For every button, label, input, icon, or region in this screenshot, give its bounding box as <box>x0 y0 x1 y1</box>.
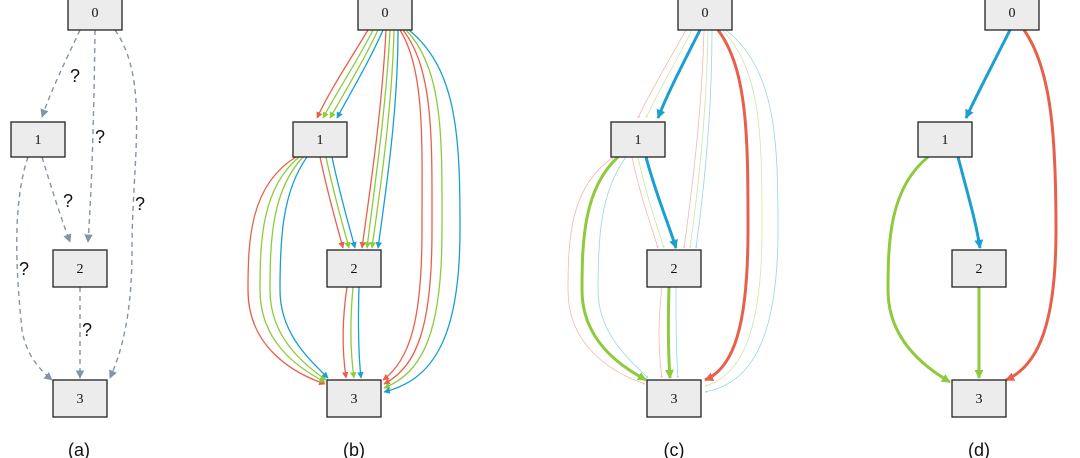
node-d-0: 0 <box>984 0 1040 31</box>
svg-text:2: 2 <box>976 262 983 277</box>
edge-b-0-3-red <box>382 29 423 381</box>
edge-b-1-3-blue <box>279 156 329 379</box>
panel-b: 0 1 2 3 (b) <box>247 0 461 458</box>
node-d-2: 2 <box>951 249 1007 288</box>
edge-d-0-3-red <box>1005 29 1058 382</box>
node-b-1: 1 <box>292 121 348 158</box>
edge-d-1-2-blue <box>956 156 984 249</box>
svg-text:1: 1 <box>942 133 949 148</box>
svg-text:3: 3 <box>976 392 983 407</box>
svg-text:0: 0 <box>382 6 389 21</box>
panel-d: 0 1 2 3 (d) <box>886 0 1058 458</box>
edge-c-0-3-red-strong <box>704 29 750 382</box>
node-a-3: 3 <box>52 379 108 418</box>
edge-c-2-3-blue-faint <box>675 286 680 379</box>
edge-b-2-3-red <box>341 286 349 379</box>
edge-b-0-2-red <box>359 29 387 249</box>
edge-b-1-2-blue <box>331 156 357 249</box>
node-c-2: 2 <box>646 249 702 288</box>
edge-b-0-1-blue <box>336 29 384 119</box>
edge-d-0-1-blue <box>964 29 1012 119</box>
edge-a-0-2 <box>84 29 96 243</box>
svg-text:3: 3 <box>351 392 358 407</box>
question-mark-2-3: ? <box>82 320 92 340</box>
svg-text:3: 3 <box>77 392 84 407</box>
edge-b-2-3-green <box>349 286 357 379</box>
node-c-0: 0 <box>677 0 733 31</box>
node-a-2: 2 <box>52 249 108 288</box>
edge-a-1-3 <box>16 156 53 381</box>
panel-a-label: (a) <box>68 440 90 458</box>
edge-c-1-3-red-faint <box>567 156 646 385</box>
panel-a-edges <box>16 29 138 381</box>
panel-a-question-marks: ? ? ? ? ? ? <box>19 66 145 340</box>
edge-c-0-1-red-faint <box>637 29 687 119</box>
edge-c-0-2-red-faint <box>683 29 705 249</box>
node-d-1: 1 <box>917 121 973 158</box>
node-c-3: 3 <box>646 379 702 418</box>
edge-b-1-3-green <box>269 156 327 381</box>
svg-text:1: 1 <box>635 133 642 148</box>
edge-c-2-3-green-strong <box>664 286 674 379</box>
panel-a: ? ? ? ? ? ? 0 1 2 3 (a) <box>10 0 145 458</box>
edge-b-0-3-blue <box>383 29 461 394</box>
edge-b-0-2-green <box>364 29 391 249</box>
svg-text:2: 2 <box>671 262 678 277</box>
edge-b-1-3-green <box>259 156 326 383</box>
svg-text:2: 2 <box>77 262 84 277</box>
edge-b-1-2-red <box>319 156 345 249</box>
edge-c-1-3-green-strong <box>580 155 647 382</box>
edge-c-2-3-red-faint <box>658 286 663 379</box>
panel-c-label: (c) <box>664 440 685 458</box>
edge-c-0-2-green-faint <box>689 29 709 249</box>
node-a-1: 1 <box>10 121 66 158</box>
edge-b-0-1-red <box>316 29 369 119</box>
edge-b-1-3-red <box>247 156 326 386</box>
edge-a-1-2 <box>41 156 72 243</box>
svg-text:2: 2 <box>351 262 358 277</box>
node-b-3: 3 <box>326 379 382 418</box>
node-a-0: 0 <box>67 0 123 31</box>
edge-b-0-1-green <box>322 29 374 119</box>
node-b-2: 2 <box>326 249 382 288</box>
edge-b-1-2-green <box>325 156 351 249</box>
question-mark-1-3: ? <box>19 259 29 279</box>
panel-c: 0 1 2 3 (c) <box>567 0 779 458</box>
edge-b-0-2-green <box>369 29 395 249</box>
edge-b-0-3-green <box>383 29 443 389</box>
question-mark-0-3: ? <box>135 194 145 214</box>
svg-text:0: 0 <box>92 6 99 21</box>
edge-c-0-1-green-faint <box>645 29 693 119</box>
edge-b-0-2-blue <box>375 29 399 249</box>
question-mark-1-2: ? <box>63 191 73 211</box>
edge-c-0-3-green-faint <box>704 29 763 387</box>
node-b-0: 0 <box>357 0 413 31</box>
edge-c-1-2-green-faint <box>637 156 665 249</box>
node-c-1: 1 <box>610 121 666 158</box>
svg-text:0: 0 <box>1009 6 1016 21</box>
edge-c-1-2-red-faint <box>631 156 659 249</box>
edge-c-1-2-blue-strong <box>644 156 678 249</box>
edge-c-0-3-blue-faint <box>704 29 779 393</box>
question-mark-0-1: ? <box>70 66 80 86</box>
edge-c-0-2-blue-faint <box>695 29 713 249</box>
edge-d-1-3-green <box>886 155 951 384</box>
svg-text:1: 1 <box>317 133 324 148</box>
svg-text:3: 3 <box>671 392 678 407</box>
edge-a-0-3 <box>109 29 138 379</box>
node-d-3: 3 <box>951 379 1007 418</box>
edge-b-0-3-red <box>383 29 433 385</box>
edge-a-0-1 <box>40 29 81 118</box>
panel-d-label: (d) <box>968 440 990 458</box>
edge-b-2-3-blue <box>357 286 364 379</box>
edge-b-0-1-green <box>329 29 379 119</box>
svg-text:0: 0 <box>702 6 709 21</box>
svg-text:1: 1 <box>35 133 42 148</box>
panel-b-label: (b) <box>343 440 365 458</box>
question-mark-0-2: ? <box>95 127 105 147</box>
edge-c-0-1-blue-strong <box>656 29 702 119</box>
edge-c-1-3-blue-faint <box>597 156 649 379</box>
